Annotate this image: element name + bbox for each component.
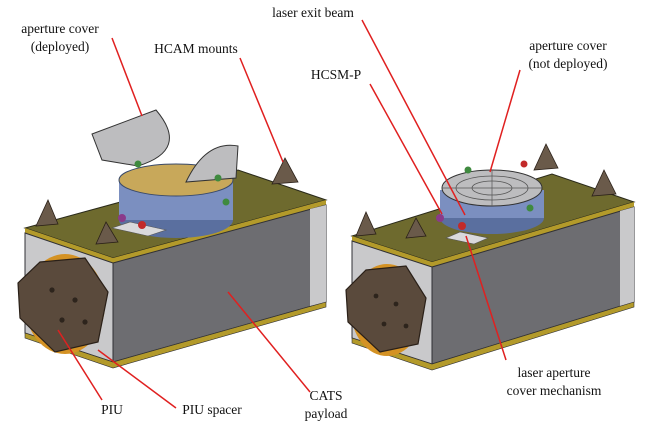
left-cover-deployed: [185, 144, 239, 183]
label-hcam-mounts: HCAM mounts: [154, 41, 238, 56]
right-gold-stripe-top-right: [432, 202, 634, 267]
label-cats-line2: payload: [305, 406, 348, 421]
left-mount-pyramid: [271, 157, 299, 185]
left-gold-stripe-top: [25, 228, 113, 263]
right-bottom-strip: [351, 301, 635, 371]
right-mount-pyramid: [533, 143, 559, 171]
right-piu-bolt: [381, 321, 387, 327]
right-purple-knob: [436, 214, 444, 222]
label-laser-aperture-line2: cover mechanism: [507, 383, 602, 398]
left-green-clip: [214, 174, 222, 182]
left-piu-bolt: [49, 287, 55, 293]
leader-laser-aperture-cover-mechanism: [465, 235, 507, 361]
leader-laser-exit-beam: [361, 19, 466, 216]
right-green-clip: [526, 204, 534, 212]
left-front-trim-right: [310, 205, 326, 306]
label-laser-aperture-line1: laser aperture: [517, 365, 590, 380]
left-piu-bolt: [59, 317, 65, 323]
right-piu-bolt: [393, 301, 399, 307]
left-mount-pyramid: [35, 199, 59, 227]
left-mechanism-plate: [110, 221, 168, 237]
leader-cats-payload: [227, 291, 311, 393]
left-piu-bolt: [82, 319, 88, 325]
right-red-knob: [458, 222, 466, 230]
leader-aperture-cover-deployed: [111, 37, 143, 117]
label-aperture-cover-deployed-line1: aperture cover: [21, 21, 99, 36]
leader-piu: [57, 329, 103, 401]
label-hcsm-p: HCSM-P: [311, 67, 361, 82]
label-piu: PIU: [101, 402, 123, 417]
label-cats-line1: CATS: [309, 388, 342, 403]
label-aperture-cover-not-deployed-line1: aperture cover: [529, 38, 607, 53]
label-laser-exit-beam: laser exit beam: [272, 5, 354, 20]
leader-hcsm-p: [369, 83, 443, 215]
right-mount-pyramid: [355, 210, 377, 237]
right-front-trim-right: [620, 207, 634, 306]
left-purple-knob: [118, 214, 126, 222]
labels: aperture cover (deployed) HCAM mounts la…: [21, 5, 607, 421]
leader-hcam-mounts: [239, 57, 284, 163]
right-mount-pyramid: [405, 217, 427, 239]
leader-aperture-cover-not-deployed: [489, 69, 521, 173]
left-green-clip: [134, 160, 142, 168]
left-payload-model: [17, 109, 328, 369]
right-mount-pyramid: [591, 169, 617, 197]
right-red-knob: [520, 160, 528, 168]
right-green-clip: [464, 166, 472, 174]
right-gold-stripe-top: [352, 236, 432, 267]
label-aperture-cover-deployed-line2: (deployed): [31, 39, 89, 54]
right-piu-bolt: [403, 323, 409, 329]
left-piu-hex: [17, 257, 109, 353]
right-piu-bolt: [373, 293, 379, 299]
right-piu-hex: [345, 265, 427, 353]
left-red-knob: [138, 221, 146, 229]
label-aperture-cover-not-deployed-line2: (not deployed): [528, 56, 607, 71]
left-cover-deployed: [91, 109, 170, 167]
left-piu-bolt: [72, 297, 78, 303]
left-green-clip: [222, 198, 230, 206]
left-mount-pyramid: [95, 221, 119, 245]
leader-lines: [57, 19, 521, 409]
right-payload-model: [345, 143, 636, 371]
label-piu-spacer: PIU spacer: [182, 402, 242, 417]
leader-piu-spacer: [97, 349, 177, 409]
